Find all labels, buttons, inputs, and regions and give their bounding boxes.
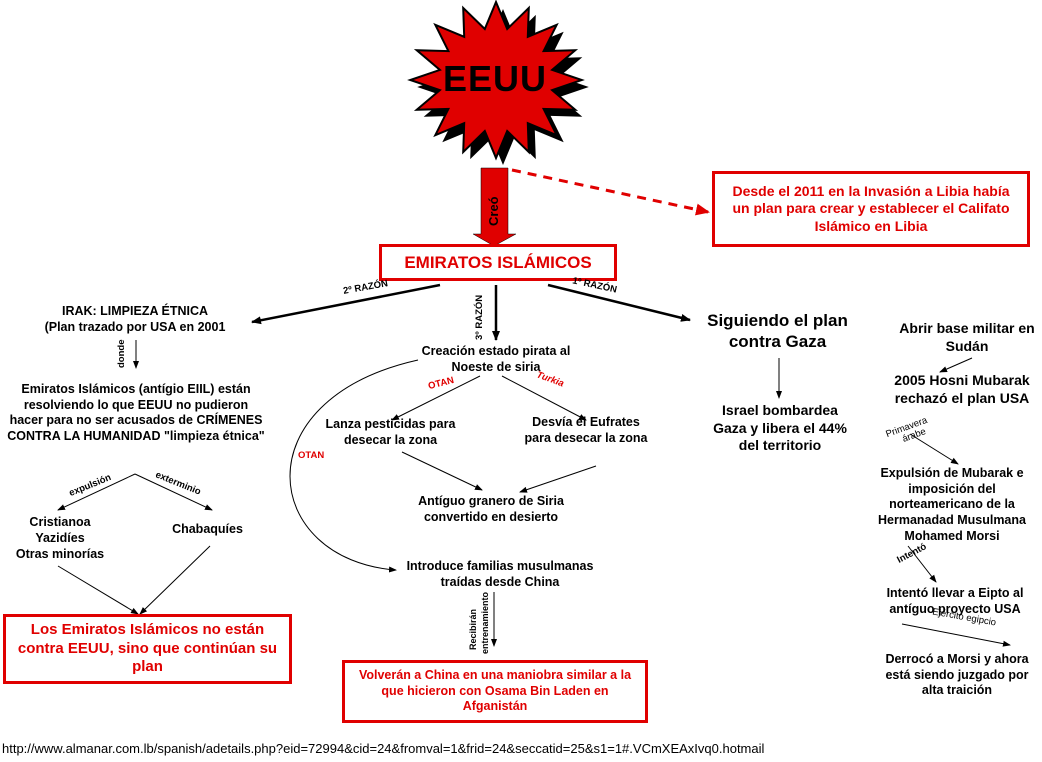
- eeuu-starburst: [407, 0, 585, 161]
- syria-creation: Creación estado pirata al Noeste de siri…: [421, 344, 571, 374]
- arrow-expulsion: [57, 473, 136, 511]
- arrow-pesticides-granary: [401, 451, 483, 491]
- arrow-turkia-euphrates: [501, 375, 587, 421]
- victims-left-3: Otras minorías: [15, 547, 105, 561]
- syria-pesticides: Lanza pesticidas para desecar la zona: [325, 417, 456, 447]
- gaza-title: Siguiendo el plan contra Gaza: [707, 311, 848, 352]
- arrow-primavera: [909, 433, 959, 465]
- training-label-2: entrenamiento: [480, 591, 490, 654]
- arrow-to-gaza: [547, 283, 691, 322]
- syria-euphrates: Desvía el Eufrates para desecar la zona: [524, 415, 648, 445]
- victims-left-1: Cristianoa: [29, 515, 91, 529]
- libya-text: Desde el 2011 en la Invasión a Libia hab…: [732, 182, 1010, 234]
- reason-third-label: 3º RAZÓN: [474, 294, 485, 340]
- donde-label: donde: [116, 339, 127, 369]
- sudan-attempt: Intentó llevar a Eipto al antíguo proyec…: [886, 586, 1024, 616]
- created-label: Creó: [486, 196, 501, 226]
- arrow-to-iraq: [251, 283, 441, 325]
- libya-dashed-arrow: [511, 168, 710, 216]
- arrow-sudan-mubarak: [939, 357, 973, 373]
- sudan-outcome: Derrocó a Morsi y ahora está siendo juzg…: [885, 652, 1029, 698]
- arrow-exterminio: [134, 473, 213, 511]
- mubarak-refused: 2005 Hosni Mubarak rechazó el plan USA: [894, 372, 1030, 406]
- victims-right: Chabaquíes: [172, 522, 243, 536]
- arrow-army: [901, 623, 1011, 647]
- arrow-otan-pesticides: [391, 375, 481, 421]
- gaza-result: Israel bombardea Gaza y libera el 44% de…: [713, 402, 847, 453]
- arrow-left-to-conclusion: [57, 565, 139, 615]
- iraq-subtitle: (Plan trazado por USA en 2001: [44, 320, 226, 334]
- syria-granary: Antíguo granero de Siria convertido en d…: [418, 494, 564, 524]
- arrow-intento: [907, 545, 937, 583]
- iraq-title: IRAK: LIMPIEZA ÉTNICA: [61, 304, 209, 318]
- iraq-conclusion-text: Los Emiratos Islámicos no están contra E…: [17, 620, 278, 676]
- libya-box: Desde el 2011 en la Invasión a Libia hab…: [712, 171, 1030, 247]
- training-label-1: Recibirán: [468, 608, 478, 650]
- sudan-title: Abrir base militar en Sudán: [899, 320, 1035, 354]
- emirates-box: EMIRATOS ISLÁMICOS: [379, 244, 617, 281]
- arrow-right-to-conclusion: [139, 545, 211, 615]
- emirates-label: EMIRATOS ISLÁMICOS: [404, 252, 592, 272]
- sudan-expulsion: Expulsión de Mubarak e imposición del no…: [878, 466, 1026, 543]
- source-url: http://www.almanar.com.lb/spanish/adetai…: [2, 741, 765, 756]
- iraq-conclusion-box: Los Emiratos Islámicos no están contra E…: [3, 614, 292, 684]
- china-text: Volverán a China en una maniobra similar…: [358, 668, 632, 714]
- syria-families: Introduce familias musulmanas traídas de…: [406, 559, 594, 589]
- arrow-euphrates-granary: [519, 465, 597, 493]
- arrow-otan-families: [289, 359, 419, 573]
- otan-label-2: OTAN: [298, 450, 325, 461]
- created-arrow: [472, 167, 517, 247]
- iraq-description: Emiratos Islámicos (antígio EIIL) están …: [7, 382, 265, 443]
- china-box: Volverán a China en una maniobra similar…: [342, 660, 648, 723]
- victims-left-2: Yazidíes: [35, 531, 85, 545]
- eeuu-label: EEUU: [442, 58, 548, 99]
